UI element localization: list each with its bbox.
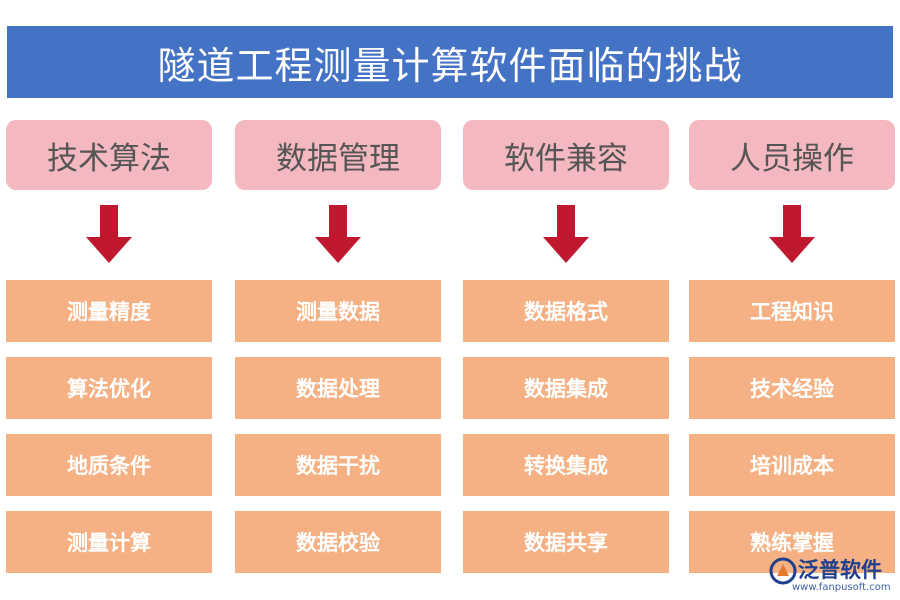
challenge-item: 技术经验 xyxy=(689,357,895,419)
challenge-item: 数据集成 xyxy=(463,357,669,419)
down-arrow-icon xyxy=(543,205,589,263)
column-header: 软件兼容 xyxy=(463,120,669,190)
challenge-item: 数据校验 xyxy=(235,511,441,573)
column-personnel-operation: 人员操作 工程知识 技术经验 培训成本 熟练掌握 xyxy=(689,0,895,600)
down-arrow-icon xyxy=(315,205,361,263)
column-header: 技术算法 xyxy=(6,120,212,190)
brand-logo: 泛普软件 www.fanpusoft.com xyxy=(762,552,896,598)
challenge-item: 测量精度 xyxy=(6,280,212,342)
column-header: 人员操作 xyxy=(689,120,895,190)
challenge-item: 数据共享 xyxy=(463,511,669,573)
challenge-item: 培训成本 xyxy=(689,434,895,496)
diagram-title: 隧道工程测量计算软件面临的挑战 xyxy=(7,26,893,98)
challenge-item: 数据处理 xyxy=(235,357,441,419)
brand-logo-icon xyxy=(769,557,797,585)
column-data-management: 数据管理 测量数据 数据处理 数据干扰 数据校验 xyxy=(235,0,441,600)
brand-name: 泛普软件 xyxy=(798,558,882,582)
down-arrow-icon xyxy=(769,205,815,263)
challenge-item: 转换集成 xyxy=(463,434,669,496)
column-tech-algorithm: 技术算法 测量精度 算法优化 地质条件 测量计算 xyxy=(6,0,212,600)
challenge-item: 算法优化 xyxy=(6,357,212,419)
column-header: 数据管理 xyxy=(235,120,441,190)
challenge-item: 地质条件 xyxy=(6,434,212,496)
challenge-item: 工程知识 xyxy=(689,280,895,342)
down-arrow-icon xyxy=(86,205,132,263)
challenge-item: 测量计算 xyxy=(6,511,212,573)
brand-url: www.fanpusoft.com xyxy=(792,582,891,593)
challenge-item: 数据干扰 xyxy=(235,434,441,496)
challenge-item: 测量数据 xyxy=(235,280,441,342)
column-software-compat: 软件兼容 数据格式 数据集成 转换集成 数据共享 xyxy=(463,0,669,600)
challenge-item: 数据格式 xyxy=(463,280,669,342)
